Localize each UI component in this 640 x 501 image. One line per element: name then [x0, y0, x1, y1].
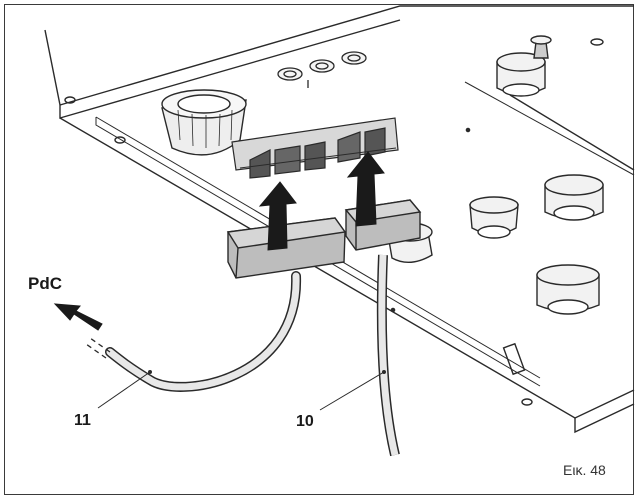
insertion-arrows: [258, 151, 385, 251]
pdc-direction-arrow: [53, 303, 103, 331]
right-side-fittings: [387, 35, 604, 315]
figure-caption: Εικ. 48: [563, 462, 606, 478]
cable-10-label: 10: [296, 413, 314, 430]
insert-arrow-right: [346, 151, 385, 227]
insert-arrow-left: [258, 181, 297, 251]
cable-10: [376, 254, 400, 457]
connector-terminal-block: [231, 117, 399, 179]
boiler-bottom-panel: [44, 5, 635, 434]
leader-lines: [97, 370, 386, 411]
cable-11-label: 11: [74, 412, 91, 429]
gas-fitting-knob: [161, 89, 247, 156]
top-sockets: [277, 51, 367, 88]
cable-11: [85, 271, 302, 392]
pdc-label: PdC: [28, 274, 62, 293]
